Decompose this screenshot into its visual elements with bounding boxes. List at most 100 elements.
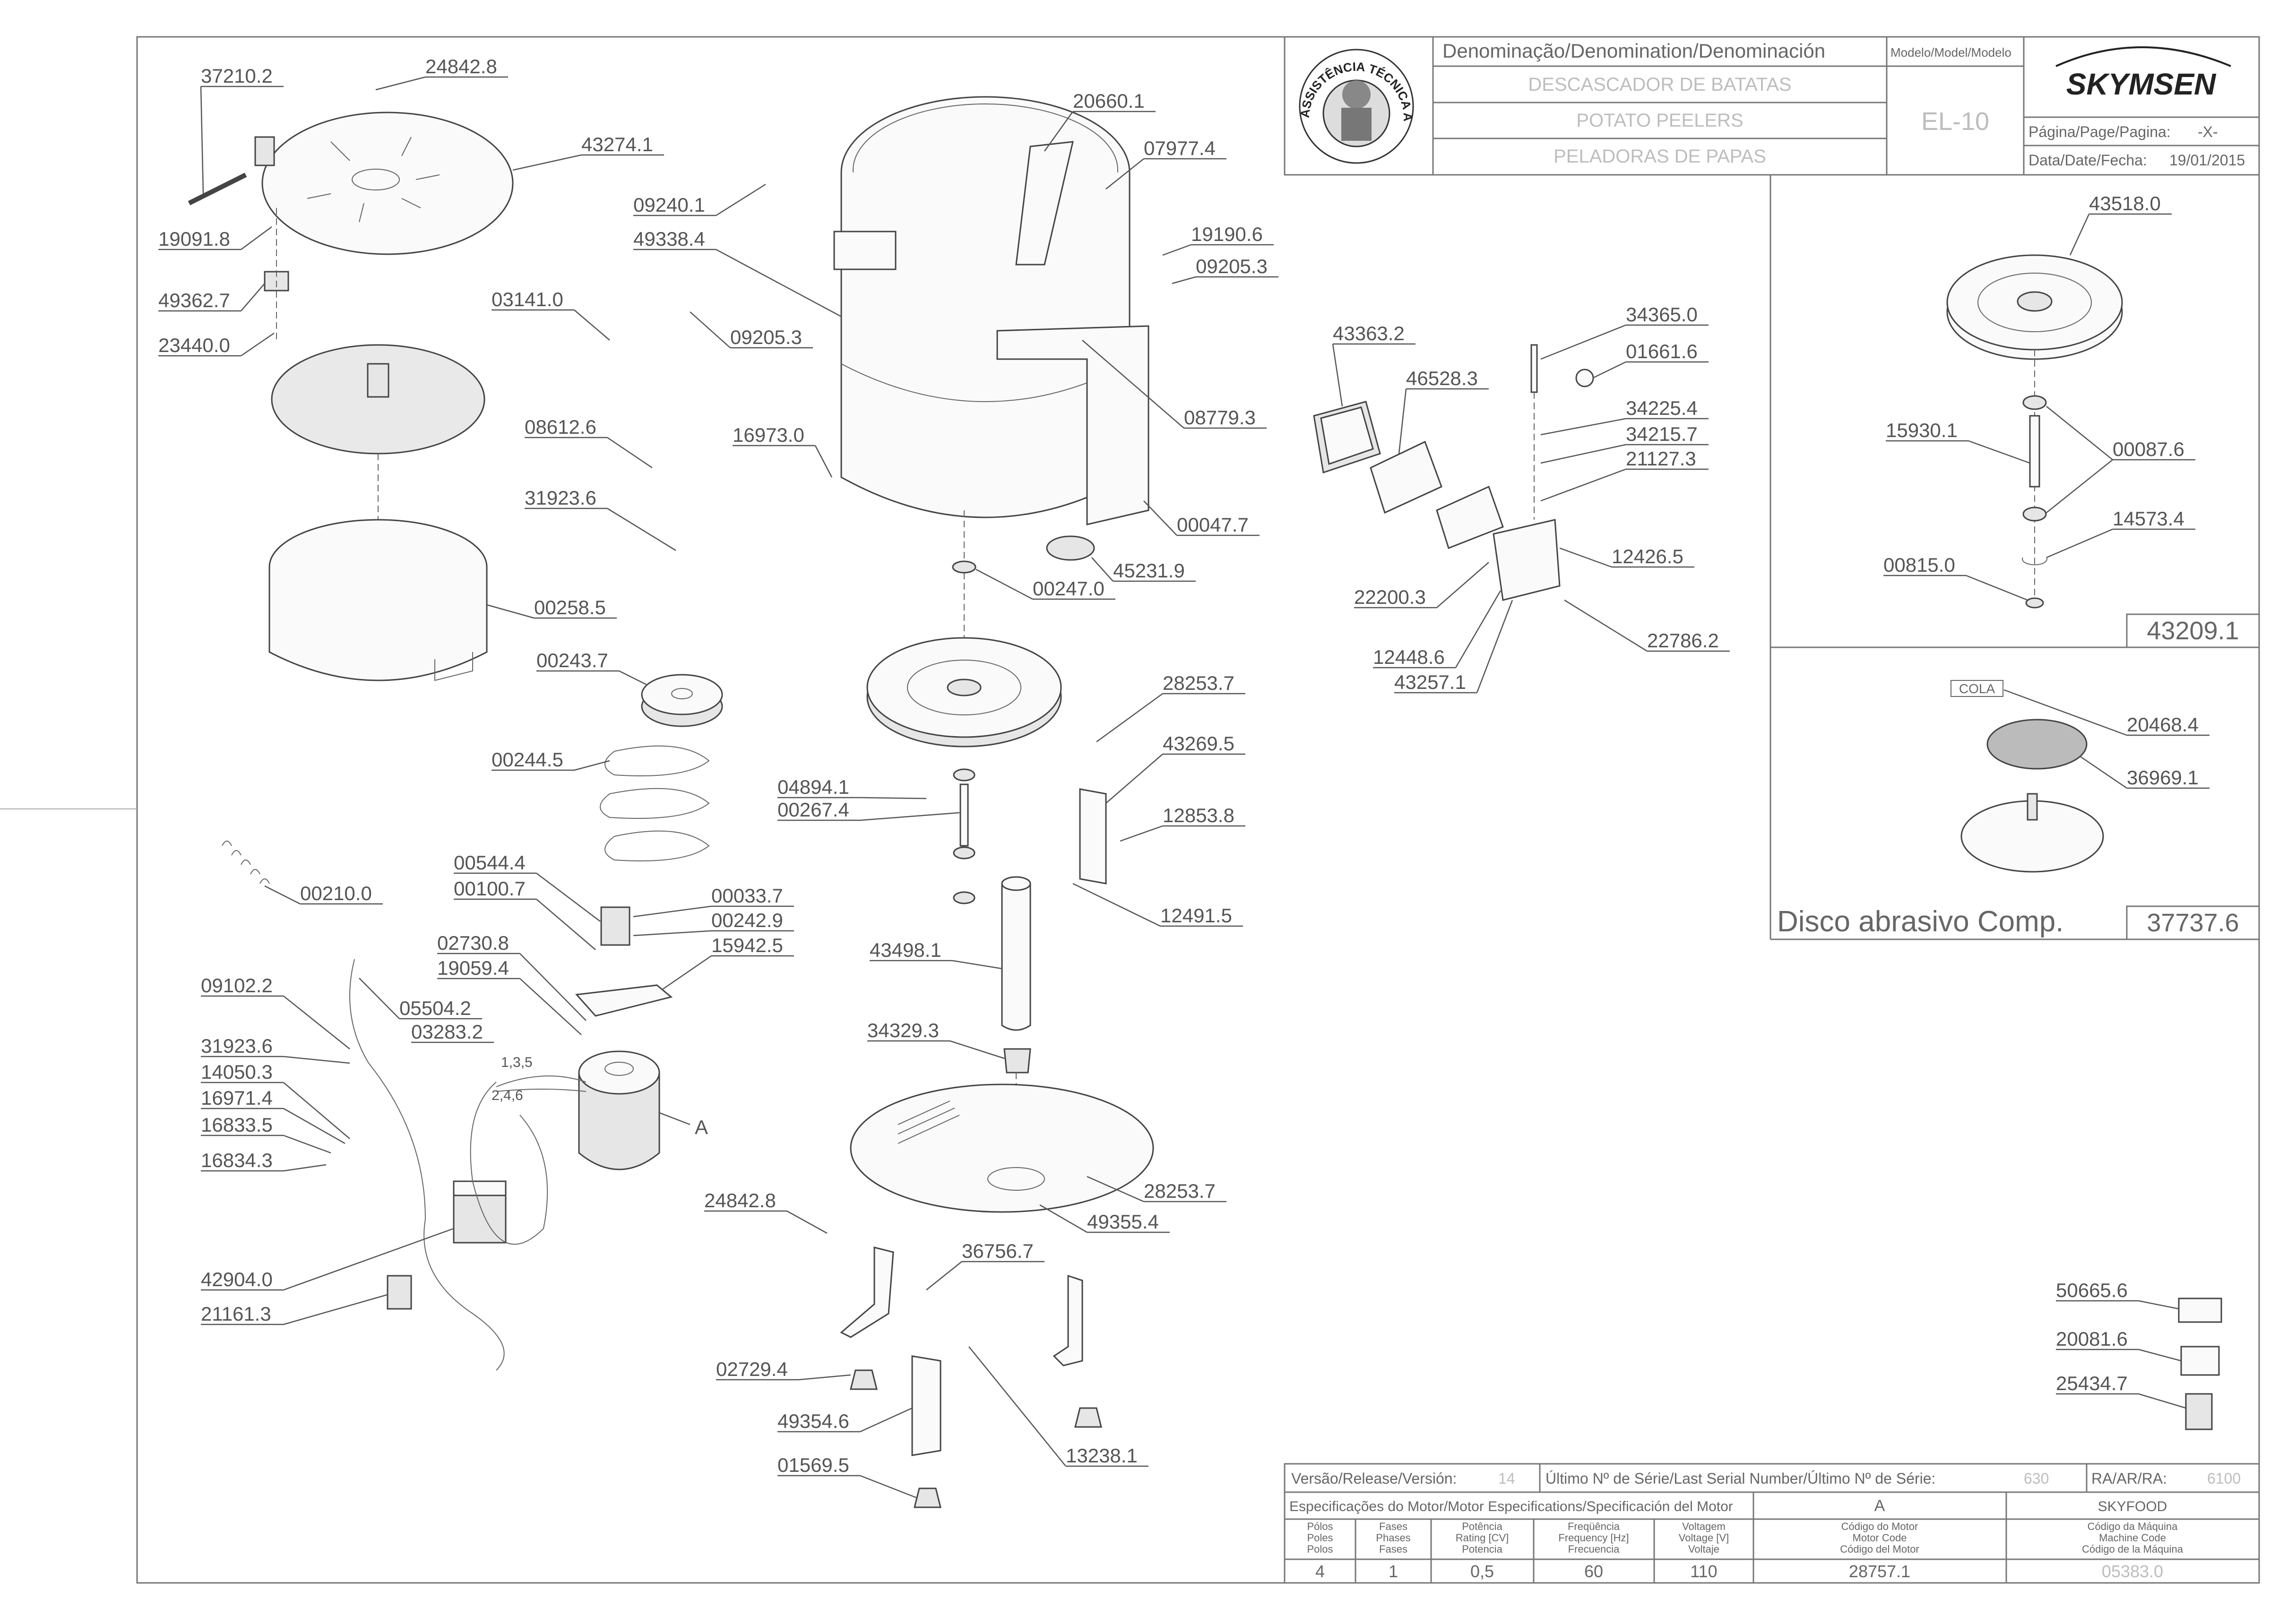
label-43274-1: 43274.1 — [512, 133, 664, 171]
svg-text:Polos: Polos — [1307, 1543, 1333, 1555]
label-49354-6: 49354.6 — [777, 1407, 913, 1433]
svg-text:20660.1: 20660.1 — [1073, 90, 1145, 112]
svg-text:28253.7: 28253.7 — [1144, 1180, 1216, 1202]
label-34329-3: 34329.3 — [867, 1019, 1005, 1059]
label-sticker-25434 — [2185, 1393, 2213, 1430]
foot-45231 — [1046, 535, 1095, 561]
serial-label: Último Nº de Série/Last Serial Number/Úl… — [1545, 1470, 1935, 1487]
label-sticker-50665 — [2178, 1297, 2222, 1323]
svg-text:36756.7: 36756.7 — [962, 1240, 1034, 1262]
label-sticker-20081 — [2180, 1346, 2220, 1376]
svg-text:00258.5: 00258.5 — [534, 596, 606, 619]
splash-ring-00258 — [268, 519, 488, 681]
svg-text:00087.6: 00087.6 — [2113, 438, 2184, 460]
svg-text:05383.0: 05383.0 — [2102, 1562, 2163, 1581]
svg-text:49338.4: 49338.4 — [633, 228, 705, 250]
motor-callout-a: A — [695, 1116, 708, 1138]
cola-label: COLA — [1959, 681, 1995, 696]
machine-name-es: PELADORAS DE PAPAS — [1554, 146, 1766, 167]
svg-text:09205.3: 09205.3 — [730, 326, 802, 348]
motor-wires — [496, 1075, 587, 1092]
label-21161-3: 21161.3 — [201, 1294, 388, 1325]
svg-text:20468.4: 20468.4 — [2127, 713, 2199, 736]
label-19059-4: 19059.4 — [437, 957, 582, 1035]
label-37210-2: 37210.2 — [200, 65, 284, 194]
wire-clips-00210 — [222, 841, 270, 884]
page-label: Página/Page/Pagina: — [2028, 123, 2171, 140]
label-28253-7-b: 28253.7 — [1087, 1176, 1226, 1203]
bearing-bottom — [2022, 507, 2047, 522]
denomination-header: Denominação/Denomination/Denominación — [1442, 40, 1825, 62]
svg-text:50665.6: 50665.6 — [2056, 1279, 2128, 1301]
svg-text:24842.8: 24842.8 — [704, 1189, 776, 1212]
label-46528-3: 46528.3 — [1398, 367, 1489, 454]
bracket-43269 — [1079, 788, 1107, 885]
svg-text:34329.3: 34329.3 — [867, 1019, 939, 1041]
svg-text:49362.7: 49362.7 — [158, 289, 230, 311]
svg-text:Código do Motor: Código do Motor — [1841, 1521, 1918, 1532]
label-00544-4: 00544.4 — [454, 851, 601, 922]
motor-spec-block: Versão/Release/Versión: 14 Último Nº de … — [1284, 1463, 2260, 1584]
rotor-disc-43518 — [1946, 254, 2123, 360]
glass-46528 — [1370, 440, 1442, 514]
svg-text:25434.7: 25434.7 — [2056, 1372, 2128, 1394]
label-24842-8-a: 24842.8 — [375, 55, 508, 91]
gasket — [1436, 485, 1504, 549]
label-50665-6: 50665.6 — [2056, 1279, 2179, 1310]
label-09205-3-b: 09205.3 — [1172, 255, 1278, 284]
contactor-42904 — [453, 1180, 507, 1244]
svg-text:12426.5: 12426.5 — [1612, 545, 1683, 567]
label-31923-6-a: 31923.6 — [201, 1035, 350, 1064]
machine-name-pt: DESCASCADOR DE BATATAS — [1528, 74, 1791, 95]
label-34225-4: 34225.4 — [1540, 397, 1709, 436]
svg-text:16971.4: 16971.4 — [201, 1087, 273, 1109]
svg-text:Rating [CV]: Rating [CV] — [1456, 1532, 1509, 1544]
svg-text:22200.3: 22200.3 — [1354, 586, 1426, 608]
svg-text:00544.4: 00544.4 — [454, 851, 526, 874]
date-label: Data/Date/Fecha: — [2028, 152, 2147, 169]
svg-text:Frecuencia: Frecuencia — [1568, 1543, 1620, 1555]
label-19190-6: 19190.6 — [1162, 223, 1274, 256]
svg-text:12491.5: 12491.5 — [1160, 904, 1232, 927]
label-02730-8: 02730.8 — [437, 932, 587, 1021]
svg-text:08612.6: 08612.6 — [525, 416, 596, 438]
label-00100-7: 00100.7 — [454, 877, 596, 950]
washer-00247 — [952, 560, 976, 574]
sheet-border — [136, 36, 2260, 1584]
svg-text:16834.3: 16834.3 — [201, 1149, 273, 1171]
label-43269-5: 43269.5 — [1105, 732, 1245, 804]
svg-text:15930.1: 15930.1 — [1886, 419, 1958, 441]
brand-logo: SKYMSEN — [2066, 67, 2217, 101]
svg-text:Voltaje: Voltaje — [1688, 1543, 1719, 1555]
svg-text:110: 110 — [1690, 1562, 1717, 1581]
label-25434-7: 25434.7 — [2056, 1372, 2186, 1409]
label-31923-6-b: 31923.6 — [525, 487, 676, 551]
svg-text:09240.1: 09240.1 — [633, 194, 705, 216]
label-00815-0: 00815.0 — [1883, 554, 2028, 601]
svg-text:42904.0: 42904.0 — [201, 1268, 273, 1290]
svg-text:Código da Máquina: Código da Máquina — [2088, 1521, 2178, 1532]
label-01569-5: 01569.5 — [777, 1454, 917, 1499]
nut-00815 — [2025, 597, 2044, 609]
svg-text:13238.1: 13238.1 — [1066, 1444, 1138, 1467]
svg-text:46528.3: 46528.3 — [1406, 367, 1478, 389]
svg-text:Potência: Potência — [1462, 1521, 1502, 1532]
label-12426-5: 12426.5 — [1559, 545, 1694, 568]
label-01661-6: 01661.6 — [1592, 340, 1709, 379]
part-labels: 37210.2 24842.8 43274.1 19091.8 49362.7 … — [158, 55, 2210, 1499]
svg-text:Motor Code: Motor Code — [1853, 1532, 1907, 1544]
svg-text:00047.7: 00047.7 — [1177, 514, 1249, 536]
label-34215-7: 34215.7 — [1540, 423, 1709, 464]
label-16973-0: 16973.0 — [733, 424, 833, 478]
svg-text:43274.1: 43274.1 — [581, 133, 653, 155]
lid-assembly — [188, 112, 514, 340]
label-43518-0: 43518.0 — [2069, 192, 2172, 256]
label-43363-2: 43363.2 — [1332, 322, 1416, 407]
switch-21161 — [387, 1275, 412, 1310]
svg-text:36969.1: 36969.1 — [2127, 766, 2199, 789]
shaft-15930 — [2029, 415, 2040, 488]
svg-text:Fases: Fases — [1379, 1521, 1407, 1532]
svg-text:00242.9: 00242.9 — [711, 909, 783, 931]
serial-value: 630 — [2024, 1470, 2049, 1487]
label-43498-1: 43498.1 — [870, 939, 1002, 970]
